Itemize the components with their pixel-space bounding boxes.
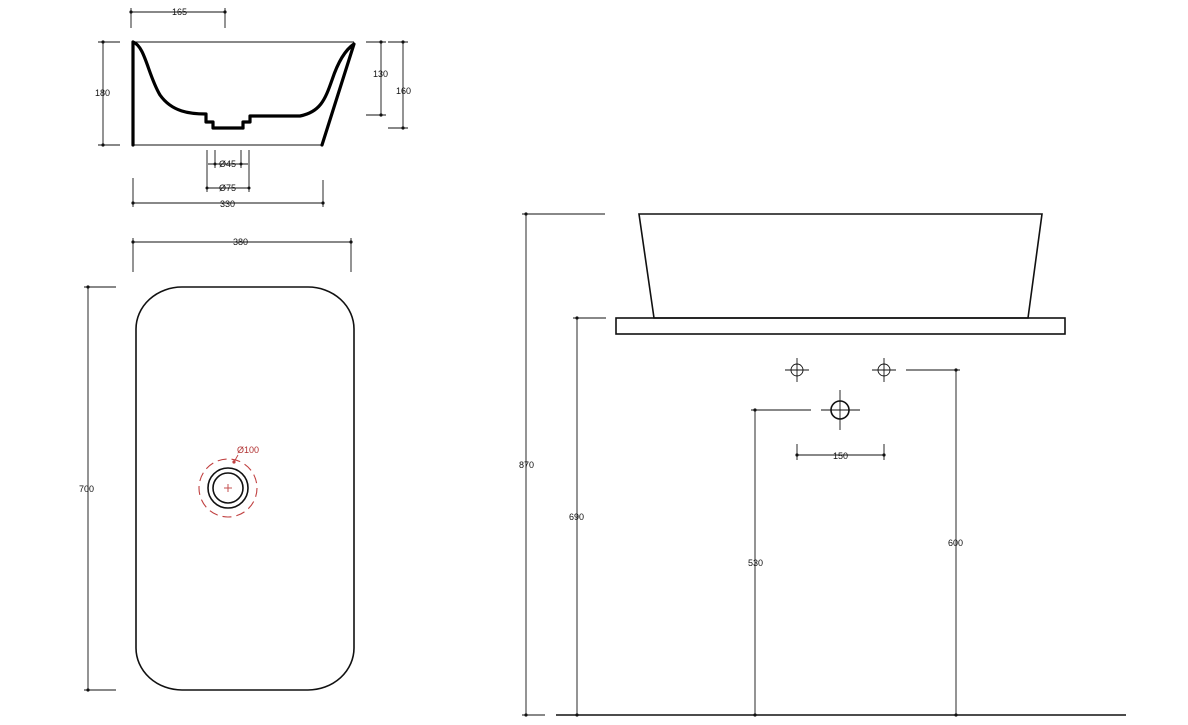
dim-d75-label: Ø75 xyxy=(219,183,236,193)
dim-380-label: 380 xyxy=(233,237,248,247)
section-outline xyxy=(132,41,354,146)
dim-drain-outer: Ø75 xyxy=(205,150,251,193)
section-view: 165 180 130 160 xyxy=(95,7,411,209)
waste-dia-label: Ø100 xyxy=(237,445,259,455)
basin-plan-outline xyxy=(135,286,355,691)
dim-bowl-depth: 130 xyxy=(366,40,388,117)
dim-690-label: 690 xyxy=(569,512,584,522)
dim-150-label: 150 xyxy=(833,451,848,461)
dim-600-label: 600 xyxy=(948,538,963,548)
dim-countertop-height: 690 xyxy=(569,316,606,717)
countertop xyxy=(615,317,1066,335)
dim-700-label: 700 xyxy=(79,484,94,494)
dim-waste-height: 530 xyxy=(748,408,811,717)
dim-plan-length: 700 xyxy=(79,285,116,692)
waste-outlet xyxy=(821,390,860,430)
tap-hole-right xyxy=(872,358,896,382)
dim-outer-height-right: 160 xyxy=(388,40,411,130)
dim-180-label: 180 xyxy=(95,88,110,98)
dim-tap-height: 600 xyxy=(906,368,963,717)
drain-symbol: Ø100 xyxy=(198,445,259,518)
dim-330-label: 330 xyxy=(220,199,235,209)
bowl-profile-left xyxy=(131,40,245,147)
plan-view: 380 700 Ø100 xyxy=(79,237,355,692)
dim-d45-label: Ø45 xyxy=(219,159,236,169)
dim-plan-width: 380 xyxy=(131,237,353,272)
bowl-profile-right xyxy=(241,42,356,147)
front-elevation: 870 690 530 600 xyxy=(519,212,1126,717)
dim-drain-inner: Ø45 xyxy=(208,150,248,169)
dim-total-height: 870 xyxy=(519,212,605,717)
dim-160-label: 160 xyxy=(396,86,411,96)
dim-870-label: 870 xyxy=(519,460,534,470)
dim-base-width: 330 xyxy=(131,178,325,209)
dim-outer-height-left: 180 xyxy=(95,40,120,147)
dim-tap-spacing: 150 xyxy=(795,444,886,461)
dim-130-label: 130 xyxy=(373,69,388,79)
dim-165-label: 165 xyxy=(172,7,187,17)
dim-530-label: 530 xyxy=(748,558,763,568)
tap-hole-left xyxy=(785,358,809,382)
dim-top-half-width: 165 xyxy=(129,7,227,28)
basin-elevation-outline xyxy=(638,213,1043,319)
